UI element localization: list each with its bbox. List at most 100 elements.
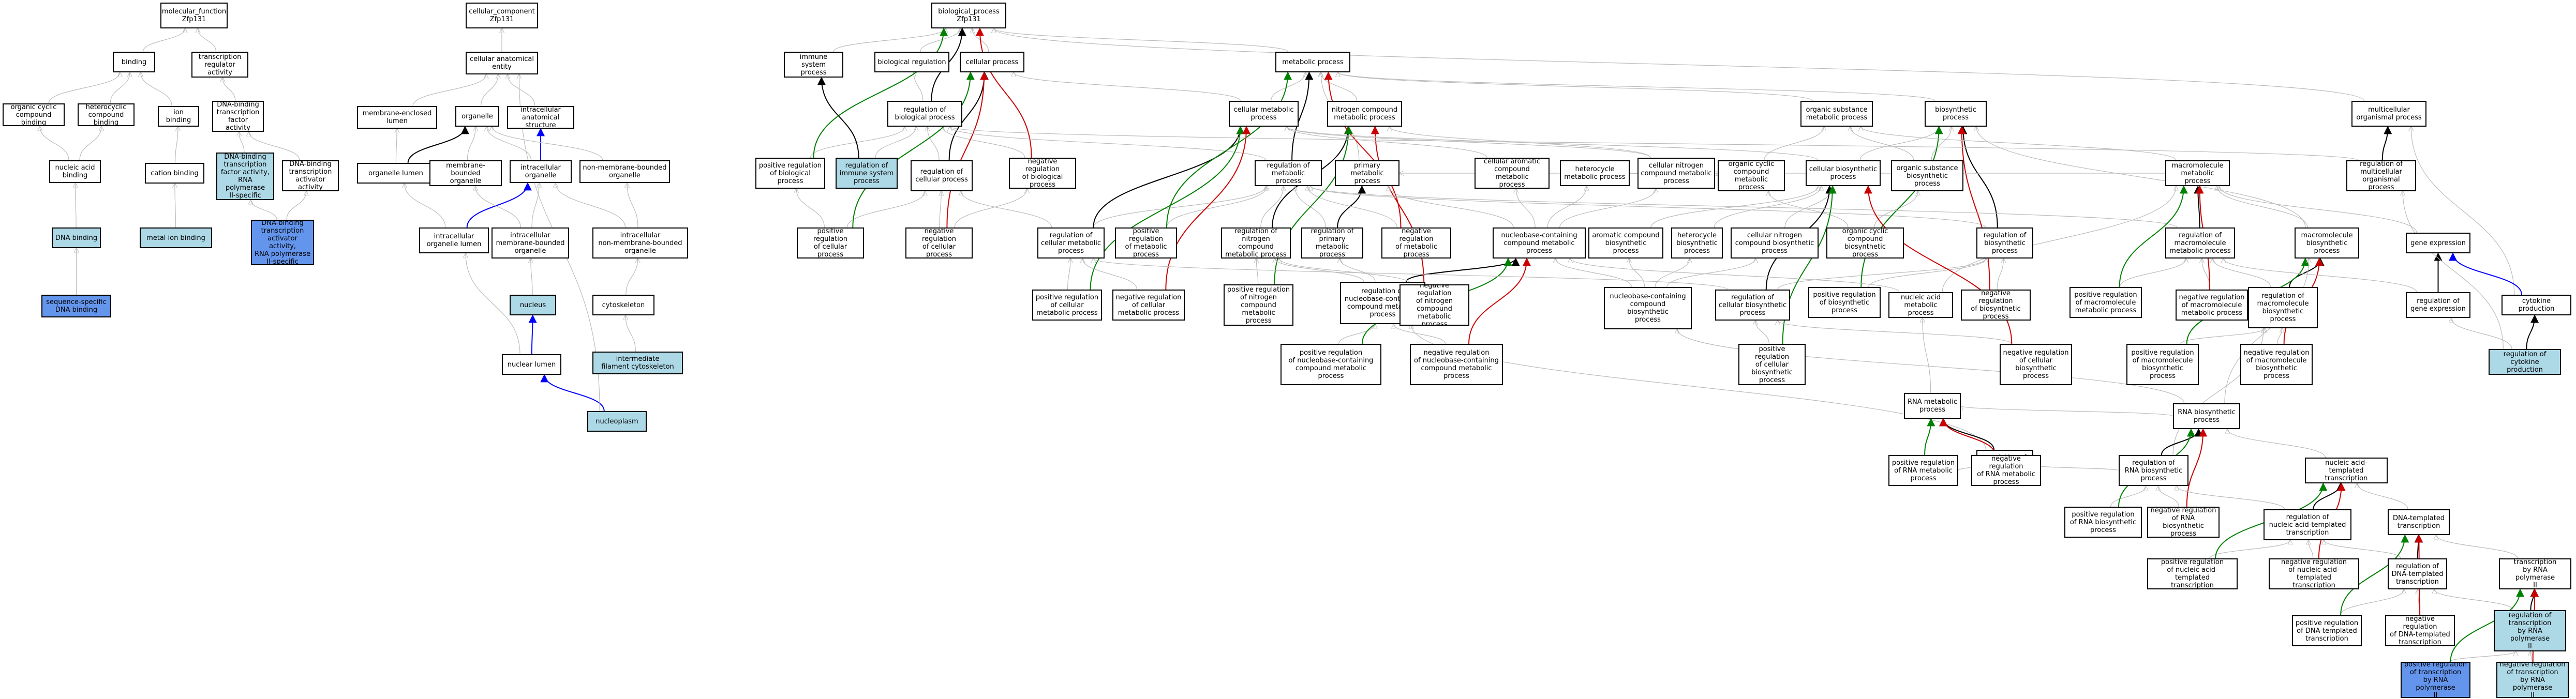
go-term-nampp[interactable]: nucleic acid metabolic process (1888, 292, 1953, 318)
go-term-dna-b[interactable]: DNA binding (52, 227, 101, 248)
go-term-cc[interactable]: cellular_component Zfp131 (466, 3, 538, 28)
go-term-pos-reg-ncmp[interactable]: positive regulation of nitrogen compound… (1224, 284, 1293, 326)
go-term-organelle[interactable]: organelle (455, 106, 499, 127)
go-term-pos-reg-cbp[interactable]: positive regulation of cellular biosynth… (1738, 344, 1806, 385)
go-term-cellp[interactable]: cellular process (960, 52, 1024, 72)
go-term-pos-regcp[interactable]: positive regulation of cellular process (797, 227, 864, 259)
go-term-rnamp[interactable]: RNA metabolic process (1904, 393, 1961, 419)
go-term-ocyc[interactable]: organic cyclic compound binding (3, 103, 65, 126)
go-term-nuc-lumen[interactable]: nuclear lumen (502, 354, 561, 375)
go-term-cytprod[interactable]: cytokine production (2501, 295, 2571, 315)
go-term-nab[interactable]: nucleic acid binding (49, 160, 101, 183)
go-term-nmbo[interactable]: non-membrane-bounded organelle (579, 160, 670, 183)
go-term-neg-reg-macro-bp[interactable]: negative regulation of macromolecule bio… (2240, 344, 2313, 385)
go-term-imm[interactable]: immune system process (784, 52, 843, 78)
go-term-org-lumen[interactable]: organelle lumen (357, 163, 435, 184)
go-term-pos-reg-macro-bp[interactable]: positive regulation of macromolecule bio… (2126, 344, 2199, 385)
go-term-cncbp[interactable]: cellular nitrogen compound biosynthetic … (1731, 227, 1819, 259)
go-term-reg-macro-bp[interactable]: regulation of macromolecule biosynthetic… (2248, 287, 2318, 328)
go-term-trp2[interactable]: transcription by RNA polymerase II (2499, 558, 2571, 589)
go-term-cae[interactable]: cellular anatomical entity (466, 52, 538, 74)
go-term-nbcbp[interactable]: nucleobase-containing compound biosynthe… (1604, 287, 1692, 329)
go-term-nucleoplasm[interactable]: nucleoplasm (587, 411, 647, 432)
go-term-dbtf[interactable]: DNA-binding transcription factor activit… (212, 101, 264, 132)
go-term-reg-gexp[interactable]: regulation of gene expression (2406, 292, 2470, 318)
go-term-neg-reg-nat[interactable]: negative regulation of nucleic acid-temp… (2269, 558, 2359, 589)
go-term-imbo[interactable]: intracellular membrane-bounded organelle (492, 227, 569, 259)
go-term-pos-reg-nbcmp[interactable]: positive regulation of nucleobase-contai… (1280, 344, 1381, 385)
go-term-mbo[interactable]: membrane-bounded organelle (429, 160, 502, 186)
go-term-reg-imm[interactable]: regulation of immune system process (836, 158, 898, 189)
go-term-pos-reg-nat[interactable]: positive regulation of nucleic acid-temp… (2147, 558, 2238, 589)
go-term-nucleus[interactable]: nucleus (510, 295, 556, 315)
go-term-pos-reg-dtt[interactable]: positive regulation of DNA-templated tra… (2292, 615, 2362, 646)
go-term-biosyn[interactable]: biosynthetic process (1925, 101, 1987, 127)
go-term-ocmp[interactable]: organic cyclic compound metabolic proces… (1718, 160, 1785, 191)
go-term-mf[interactable]: molecular_function Zfp131 (160, 3, 228, 28)
go-term-cbp[interactable]: cellular biosynthetic process (1806, 160, 1881, 186)
go-term-neg-reg-rnabp[interactable]: negative regulation of RNA biosynthetic … (2147, 507, 2220, 538)
go-term-metal-b[interactable]: metal ion binding (140, 227, 212, 248)
go-term-nat[interactable]: nucleic acid-templated transcription (2305, 458, 2388, 483)
go-term-trans-reg[interactable]: transcription regulator activity (191, 52, 248, 78)
go-term-reg-cbp[interactable]: regulation of cellular biosynthetic proc… (1715, 290, 1790, 321)
go-term-neg-reg-macro-mp[interactable]: negative regulation of macromolecule met… (2176, 290, 2248, 321)
go-term-reg-primp[interactable]: regulation of primary metabolic process (1301, 227, 1363, 259)
go-term-pos-reg-cmp[interactable]: positive regulation of cellular metaboli… (1032, 290, 1102, 321)
go-term-osmp[interactable]: organic substance metabolic process (1800, 101, 1873, 127)
go-term-hmp[interactable]: heterocycle metabolic process (1560, 160, 1630, 186)
go-term-neg-reg-cbp[interactable]: negative regulation of cellular biosynth… (2000, 344, 2072, 385)
go-term-cytosk[interactable]: cytoskeleton (592, 295, 654, 315)
go-term-neg-reg-cmp[interactable]: negative regulation of cellular metaboli… (1112, 290, 1185, 321)
go-term-pos-regbp[interactable]: positive regulation of biological proces… (755, 158, 825, 189)
go-term-dbtf-act-pol2[interactable]: DNA-binding transcription activator acti… (251, 220, 314, 265)
go-term-ncmp[interactable]: nitrogen compound metabolic process (1327, 101, 1402, 127)
go-term-cncmp[interactable]: cellular nitrogen compound metabolic pro… (1637, 158, 1715, 189)
go-term-mel[interactable]: membrane-enclosed lumen (357, 106, 437, 129)
go-term-neg-reg-biosyn[interactable]: negative regulation of biosynthetic proc… (1961, 290, 2031, 321)
go-term-pos-reg-biosyn[interactable]: positive regulation of biosynthetic proc… (1808, 287, 1881, 318)
go-term-regcp[interactable]: regulation of cellular process (911, 160, 973, 191)
go-term-seq-dna[interactable]: sequence-specific DNA binding (41, 295, 111, 317)
go-term-ion-b[interactable]: ion binding (158, 106, 199, 127)
go-term-regmp[interactable]: regulation of metabolic process (1255, 160, 1322, 186)
go-term-primp[interactable]: primary metabolic process (1335, 160, 1399, 186)
go-term-pos-reg-rnabp[interactable]: positive regulation of RNA biosynthetic … (2064, 507, 2142, 538)
go-term-neg-regmp[interactable]: negative regulation of metabolic process (1381, 227, 1451, 259)
go-term-dbtf-pol2[interactable]: DNA-binding transcription factor activit… (216, 153, 274, 200)
go-term-macro-bp[interactable]: macromolecule biosynthetic process (2295, 227, 2359, 259)
go-term-regbp[interactable]: regulation of biological process (887, 101, 962, 127)
go-term-dbtf-act[interactable]: DNA-binding transcription activator acti… (282, 160, 339, 191)
go-term-cacmp[interactable]: cellular aromatic compound metabolic pro… (1475, 158, 1550, 189)
go-term-gexp[interactable]: gene expression (2406, 233, 2470, 253)
go-term-dtt[interactable]: DNA-templated transcription (2388, 509, 2450, 535)
go-term-ico[interactable]: intracellular organelle (510, 160, 572, 183)
go-term-pos-reg-trp2[interactable]: positive regulation of transcription by … (2401, 662, 2470, 698)
go-term-metab[interactable]: metabolic process (1275, 52, 1350, 72)
go-term-reg-nat[interactable]: regulation of nucleic acid-templated tra… (2264, 509, 2351, 540)
go-term-macro-mp[interactable]: macromolecule metabolic process (2165, 160, 2230, 186)
go-term-bioreg[interactable]: biological regulation (874, 52, 949, 72)
go-term-reg-ncmp[interactable]: regulation of nitrogen compound metaboli… (1221, 227, 1291, 259)
go-term-reg-cmp[interactable]: regulation of cellular metabolic process (1037, 227, 1105, 259)
go-term-reg-trp2[interactable]: regulation of transcription by RNA polym… (2494, 610, 2566, 651)
go-term-binding[interactable]: binding (113, 52, 155, 72)
go-term-ifc[interactable]: intermediate filament cytoskeleton (592, 352, 683, 374)
go-term-reg-rnabp[interactable]: regulation of RNA biosynthetic process (2119, 455, 2188, 486)
go-term-cmp[interactable]: cellular metabolic process (1229, 101, 1299, 127)
go-term-ias[interactable]: intracellular anatomical structure (507, 106, 574, 129)
go-term-neg-reg-trp2[interactable]: negative regulation of transcription by … (2496, 662, 2569, 698)
go-term-reg-macro-mp[interactable]: regulation of macromolecule metabolic pr… (2165, 227, 2235, 259)
go-term-ocbp[interactable]: organic cyclic compound biosynthetic pro… (1826, 227, 1904, 259)
go-term-reg-multi[interactable]: regulation of multicellular organismal p… (2346, 160, 2416, 191)
go-term-reg-dtt[interactable]: regulation of DNA-templated transcriptio… (2388, 558, 2447, 589)
go-term-hbp[interactable]: heterocycle biosynthetic process (1671, 227, 1723, 259)
go-term-neg-reg-rnamp[interactable]: negative regulation of RNA metabolic pro… (1971, 455, 2041, 486)
go-term-neg-regbp[interactable]: negative regulation of biological proces… (1009, 158, 1076, 189)
go-term-multi[interactable]: multicellular organismal process (2351, 101, 2426, 127)
go-term-pos-reg-macro-mp[interactable]: positive regulation of macromolecule met… (2069, 287, 2142, 318)
go-term-neg-reg-ncmp[interactable]: negative regulation of nitrogen compound… (1399, 284, 1469, 326)
go-term-reg-cytprod[interactable]: regulation of cytokine production (2489, 349, 2561, 375)
go-term-reg-biosyn[interactable]: regulation of biosynthetic process (1976, 227, 2033, 259)
go-term-pos-reg-rnamp[interactable]: positive regulation of RNA metabolic pro… (1888, 455, 1958, 486)
